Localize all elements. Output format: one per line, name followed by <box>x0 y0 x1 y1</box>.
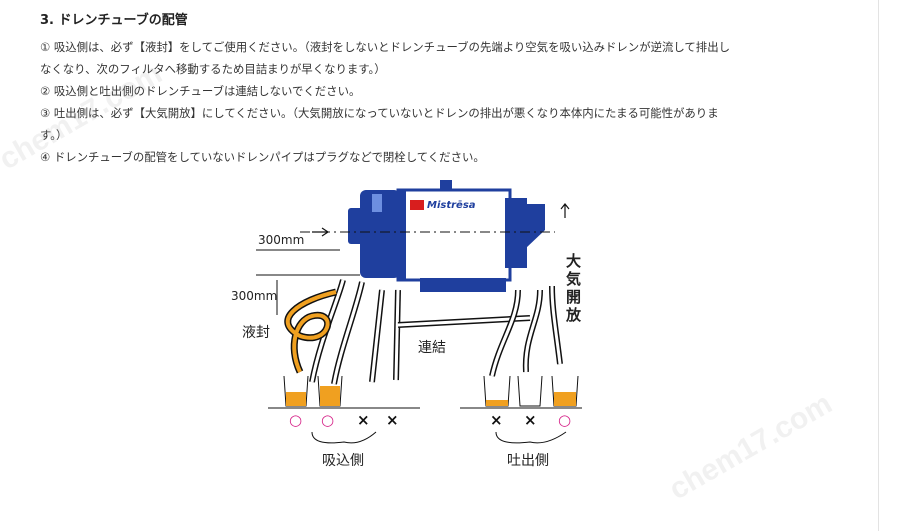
mark-ng-1: × <box>357 411 370 429</box>
label-suction-side: 吸込側 <box>322 453 364 469</box>
label-atmosphere-1: 大 <box>566 252 581 270</box>
outflow-arrow <box>560 203 570 218</box>
label-liquid-seal: 液封 <box>242 325 270 341</box>
instruction-line-2: なくなり、次のフィルタへ移動するため目詰まりが早くなります。） <box>40 62 386 76</box>
motor-vent <box>372 194 382 212</box>
instruction-line-4: ③ 吐出側は、必ず【大気開放】にしてください。（大気開放になっていないとドレンの… <box>40 106 719 120</box>
mark-ng-3: × <box>490 411 503 429</box>
instruction-line-3: ② 吸込側と吐出側のドレンチューブは連結しないでください。 <box>40 84 361 98</box>
inflow-arrow <box>312 227 330 237</box>
mark-ok-1: ○ <box>289 411 302 429</box>
casing-flange <box>398 190 406 280</box>
label-atmosphere-4: 放 <box>565 306 582 324</box>
mark-ok-3: ○ <box>558 411 571 429</box>
label-connection: 連結 <box>418 340 446 356</box>
discharge-brace <box>495 431 567 444</box>
page-border <box>878 0 879 531</box>
brand-logo-mark <box>410 200 424 210</box>
label-atmosphere-3: 開 <box>566 288 581 306</box>
top-nozzle <box>440 180 452 190</box>
instruction-line-6: ④ ドレンチューブの配管をしていないドレンパイプはプラグなどで閉栓してください。 <box>40 150 485 164</box>
mark-ng-4: × <box>524 411 537 429</box>
mark-ok-2: ○ <box>321 411 334 429</box>
label-discharge-side: 吐出側 <box>507 453 549 469</box>
discharge-drain-pipes <box>460 285 582 444</box>
suction-cups <box>268 375 420 444</box>
brand-name: Mistrēsa <box>427 200 476 211</box>
suction-brace <box>311 431 377 444</box>
mark-ng-2: × <box>386 411 399 429</box>
section-heading: 3. ドレンチューブの配管 <box>40 13 188 28</box>
suction-drain-pipes <box>256 249 531 385</box>
base-plate <box>420 278 506 292</box>
motor-housing <box>360 190 400 278</box>
label-300mm-side: 300mm <box>231 289 277 303</box>
mist-collector-unit <box>300 180 570 292</box>
instruction-line-1: ① 吸込側は、必ず【液封】をしてご使用ください。（液封をしないとドレンチューブの… <box>40 40 730 54</box>
outlet-elbow <box>520 204 545 248</box>
instruction-line-5: す。） <box>40 128 68 142</box>
label-atmosphere-2: 気 <box>566 270 581 288</box>
label-300mm-top: 300mm <box>258 233 304 247</box>
cup-4 <box>517 375 543 407</box>
